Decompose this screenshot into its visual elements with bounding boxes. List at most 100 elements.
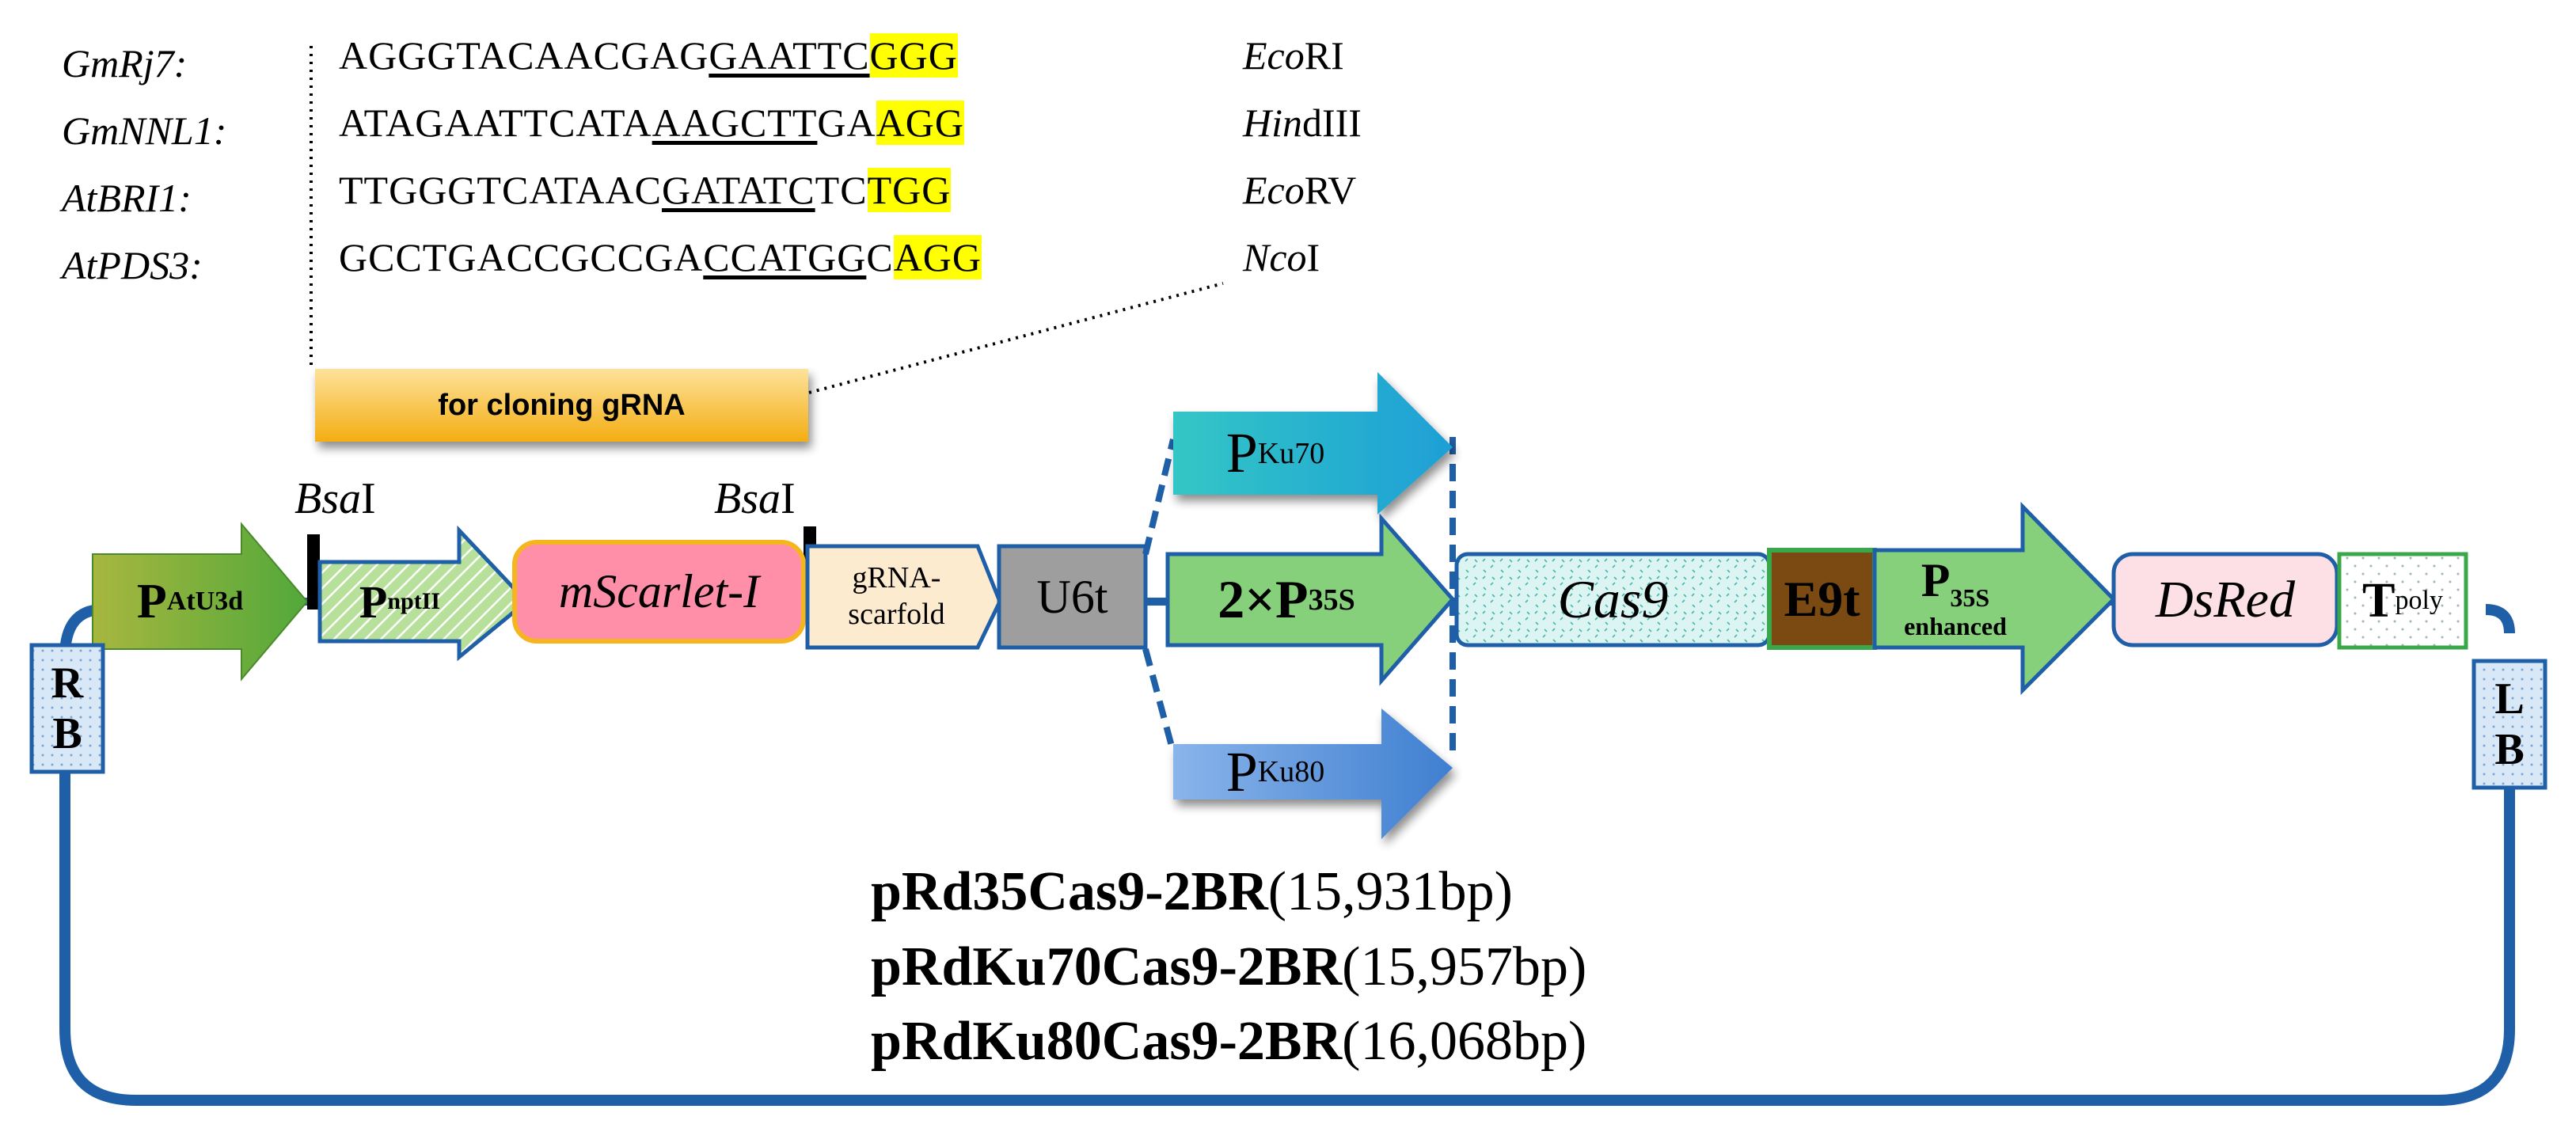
seq-mid: C	[866, 235, 894, 279]
target-gene-name: AtBRI1:	[62, 176, 192, 220]
seq-mid: TC	[815, 168, 868, 212]
bsai-label-left: BsaI	[294, 473, 376, 524]
bsai-suffix: I	[361, 474, 376, 523]
border-letter: B	[52, 709, 82, 758]
target-gene-name: GmNNL1:	[62, 108, 227, 153]
label-main: P	[359, 575, 388, 628]
dsred-box	[2111, 552, 2339, 648]
label-sub: AtU3d	[166, 587, 244, 616]
label-sub2: enhanced	[1904, 612, 2007, 640]
p-35s-arrow	[1165, 513, 1456, 686]
target-sequence: ATAGAATTCATAAAGCTTGAAGG	[339, 101, 964, 145]
enzyme-prefix: Hin	[1243, 101, 1302, 145]
plasmid-backbone	[59, 683, 2515, 1106]
label-main: P	[136, 574, 167, 629]
p-atu3d-arrow	[92, 522, 309, 682]
label-sub: 35S	[1950, 583, 1990, 612]
u6t-label: U6t	[1036, 570, 1108, 623]
border-letter: R	[51, 658, 84, 708]
enzyme-prefix: Eco	[1243, 168, 1305, 212]
target-sequence: AGGGTACAACGAGGAATTCGGG	[339, 33, 958, 78]
label-main: P	[1225, 421, 1258, 484]
label-main: 2×P	[1218, 569, 1309, 629]
enzyme-name: NcoI	[1243, 237, 1320, 277]
label-main: T	[2362, 573, 2396, 628]
plasmid-size: (16,068bp)	[1342, 1011, 1587, 1072]
e9t-label: E9t	[1784, 570, 1860, 627]
plasmid-name: pRd35Cas9-2BR	[871, 861, 1268, 922]
enzyme-name: EcoRI	[1243, 36, 1344, 75]
seq-prefix: TTGGGTCATAAC	[339, 168, 662, 212]
rb-box	[29, 643, 105, 774]
scaffold-label: gRNA-scarfold	[807, 546, 986, 648]
plasmid-entry: pRd35Cas9-2BR(15,931bp)	[871, 855, 1586, 930]
plasmid-list: pRd35Cas9-2BR(15,931bp) pRdKu70Cas9-2BR(…	[871, 855, 1586, 1080]
p-35s-enhanced-label: P35S enhanced	[1876, 546, 2035, 649]
u6t-box	[997, 544, 1148, 650]
plasmid-entry: pRdKu70Cas9-2BR(15,957bp)	[871, 930, 1586, 1005]
enzyme-name: EcoRV	[1243, 170, 1356, 210]
tpoly-box	[2337, 552, 2468, 650]
label-main: P	[1225, 739, 1258, 803]
cloning-bar	[315, 369, 808, 442]
scaffold-line1: gRNA-	[852, 561, 941, 595]
p-35s-enhanced-arrow	[1872, 501, 2117, 696]
label-sub: Ku70	[1257, 436, 1325, 470]
enzyme-name: HindIII	[1243, 103, 1362, 142]
target-gene-name: AtPDS3:	[62, 243, 203, 287]
label-sub: poly	[2395, 586, 2443, 615]
bsai-suffix: I	[781, 474, 796, 523]
bsai-italic: Bsa	[294, 474, 361, 523]
target-sequence: GCCTGACCGCCGACCATGGCAGG	[339, 235, 982, 279]
label-main: P	[1921, 554, 1951, 606]
enzyme-suffix: RV	[1304, 168, 1357, 212]
label-sub: Ku80	[1257, 755, 1325, 788]
enzyme-suffix: RI	[1304, 33, 1344, 78]
bsai-italic: Bsa	[714, 474, 781, 523]
dsred-label: DsRed	[2156, 570, 2295, 629]
border-letter: B	[2494, 725, 2525, 774]
cloning-label: for cloning gRNA	[438, 388, 686, 422]
mscarlet-box	[512, 540, 806, 644]
bsai-label-right: BsaI	[714, 473, 796, 524]
scaffold-shape	[805, 544, 1002, 650]
pam-sequence: AGG	[876, 101, 964, 145]
seq-prefix: ATAGAATTCATA	[339, 101, 652, 145]
restriction-site: GATATC	[661, 168, 815, 212]
restriction-site: GAATTC	[709, 33, 870, 78]
enzyme-suffix: dIII	[1302, 101, 1362, 145]
label-sub: nptII	[387, 588, 441, 614]
plasmid-size: (15,957bp)	[1342, 936, 1587, 997]
pam-sequence: TGG	[867, 168, 952, 212]
pam-sequence: AGG	[893, 235, 982, 279]
enzyme-prefix: Nco	[1243, 235, 1307, 279]
pam-sequence: GGG	[869, 33, 958, 78]
target-gene-name: GmRj7:	[62, 41, 188, 85]
border-letter: L	[2494, 674, 2525, 724]
plasmid-name: pRdKu80Cas9-2BR	[871, 1011, 1343, 1072]
mscarlet-label: mScarlet-I	[558, 565, 760, 617]
enzyme-prefix: Eco	[1243, 33, 1305, 78]
p-ku70-arrow	[1173, 372, 1453, 515]
plasmid-size: (15,931bp)	[1267, 861, 1513, 922]
label-sub: 35S	[1308, 583, 1355, 617]
seq-mid: GA	[817, 101, 876, 145]
lb-box	[2472, 659, 2548, 790]
p-nptii-arrow	[317, 525, 530, 662]
seq-prefix: AGGGTACAACGAG	[339, 33, 709, 78]
p-ku80-arrow	[1173, 708, 1453, 839]
bsai-site-left	[307, 534, 320, 610]
plasmid-entry: pRdKu80Cas9-2BR(16,068bp)	[871, 1005, 1586, 1080]
restriction-site: AAGCTT	[652, 101, 818, 145]
enzyme-suffix: I	[1306, 235, 1320, 279]
cas9-label: Cas9	[1557, 569, 1669, 629]
